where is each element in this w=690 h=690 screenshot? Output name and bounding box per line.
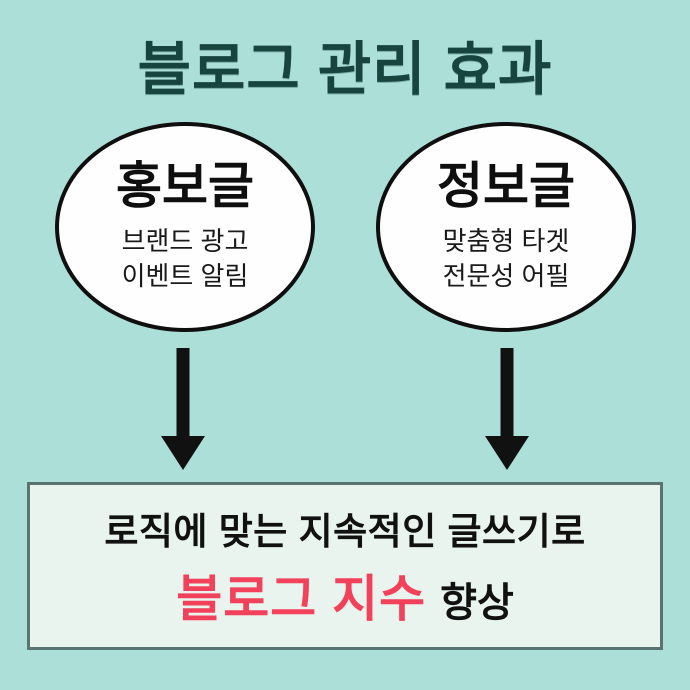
node-promo-post-line: 브랜드 광고 bbox=[121, 226, 249, 257]
node-info-post-line: 전문성 어필 bbox=[442, 261, 570, 292]
node-info-post-line: 맞춤형 타겟 bbox=[442, 226, 570, 257]
down-arrow-shape bbox=[161, 348, 205, 470]
conclusion-box: 로직에 맞는 지속적인 글쓰기로 블로그 지수 향상 bbox=[27, 482, 663, 650]
node-info-post: 정보글 맞춤형 타겟 전문성 어필 bbox=[376, 122, 636, 332]
down-arrow-icon bbox=[485, 348, 529, 470]
node-promo-post: 홍보글 브랜드 광고 이벤트 알림 bbox=[55, 122, 315, 332]
conclusion-suffix: 향상 bbox=[440, 581, 514, 625]
conclusion-line2: 블로그 지수 향상 bbox=[176, 559, 514, 631]
down-arrow-shape bbox=[485, 348, 529, 470]
node-info-post-title: 정보글 bbox=[437, 157, 575, 214]
node-promo-post-title: 홍보글 bbox=[116, 157, 254, 214]
down-arrow-icon bbox=[161, 348, 205, 470]
conclusion-highlight: 블로그 지수 bbox=[176, 571, 427, 627]
page-title: 블로그 관리 효과 bbox=[137, 37, 553, 102]
node-promo-post-line: 이벤트 알림 bbox=[121, 261, 249, 292]
conclusion-line1: 로직에 맞는 지속적인 글쓰기로 bbox=[104, 511, 586, 552]
